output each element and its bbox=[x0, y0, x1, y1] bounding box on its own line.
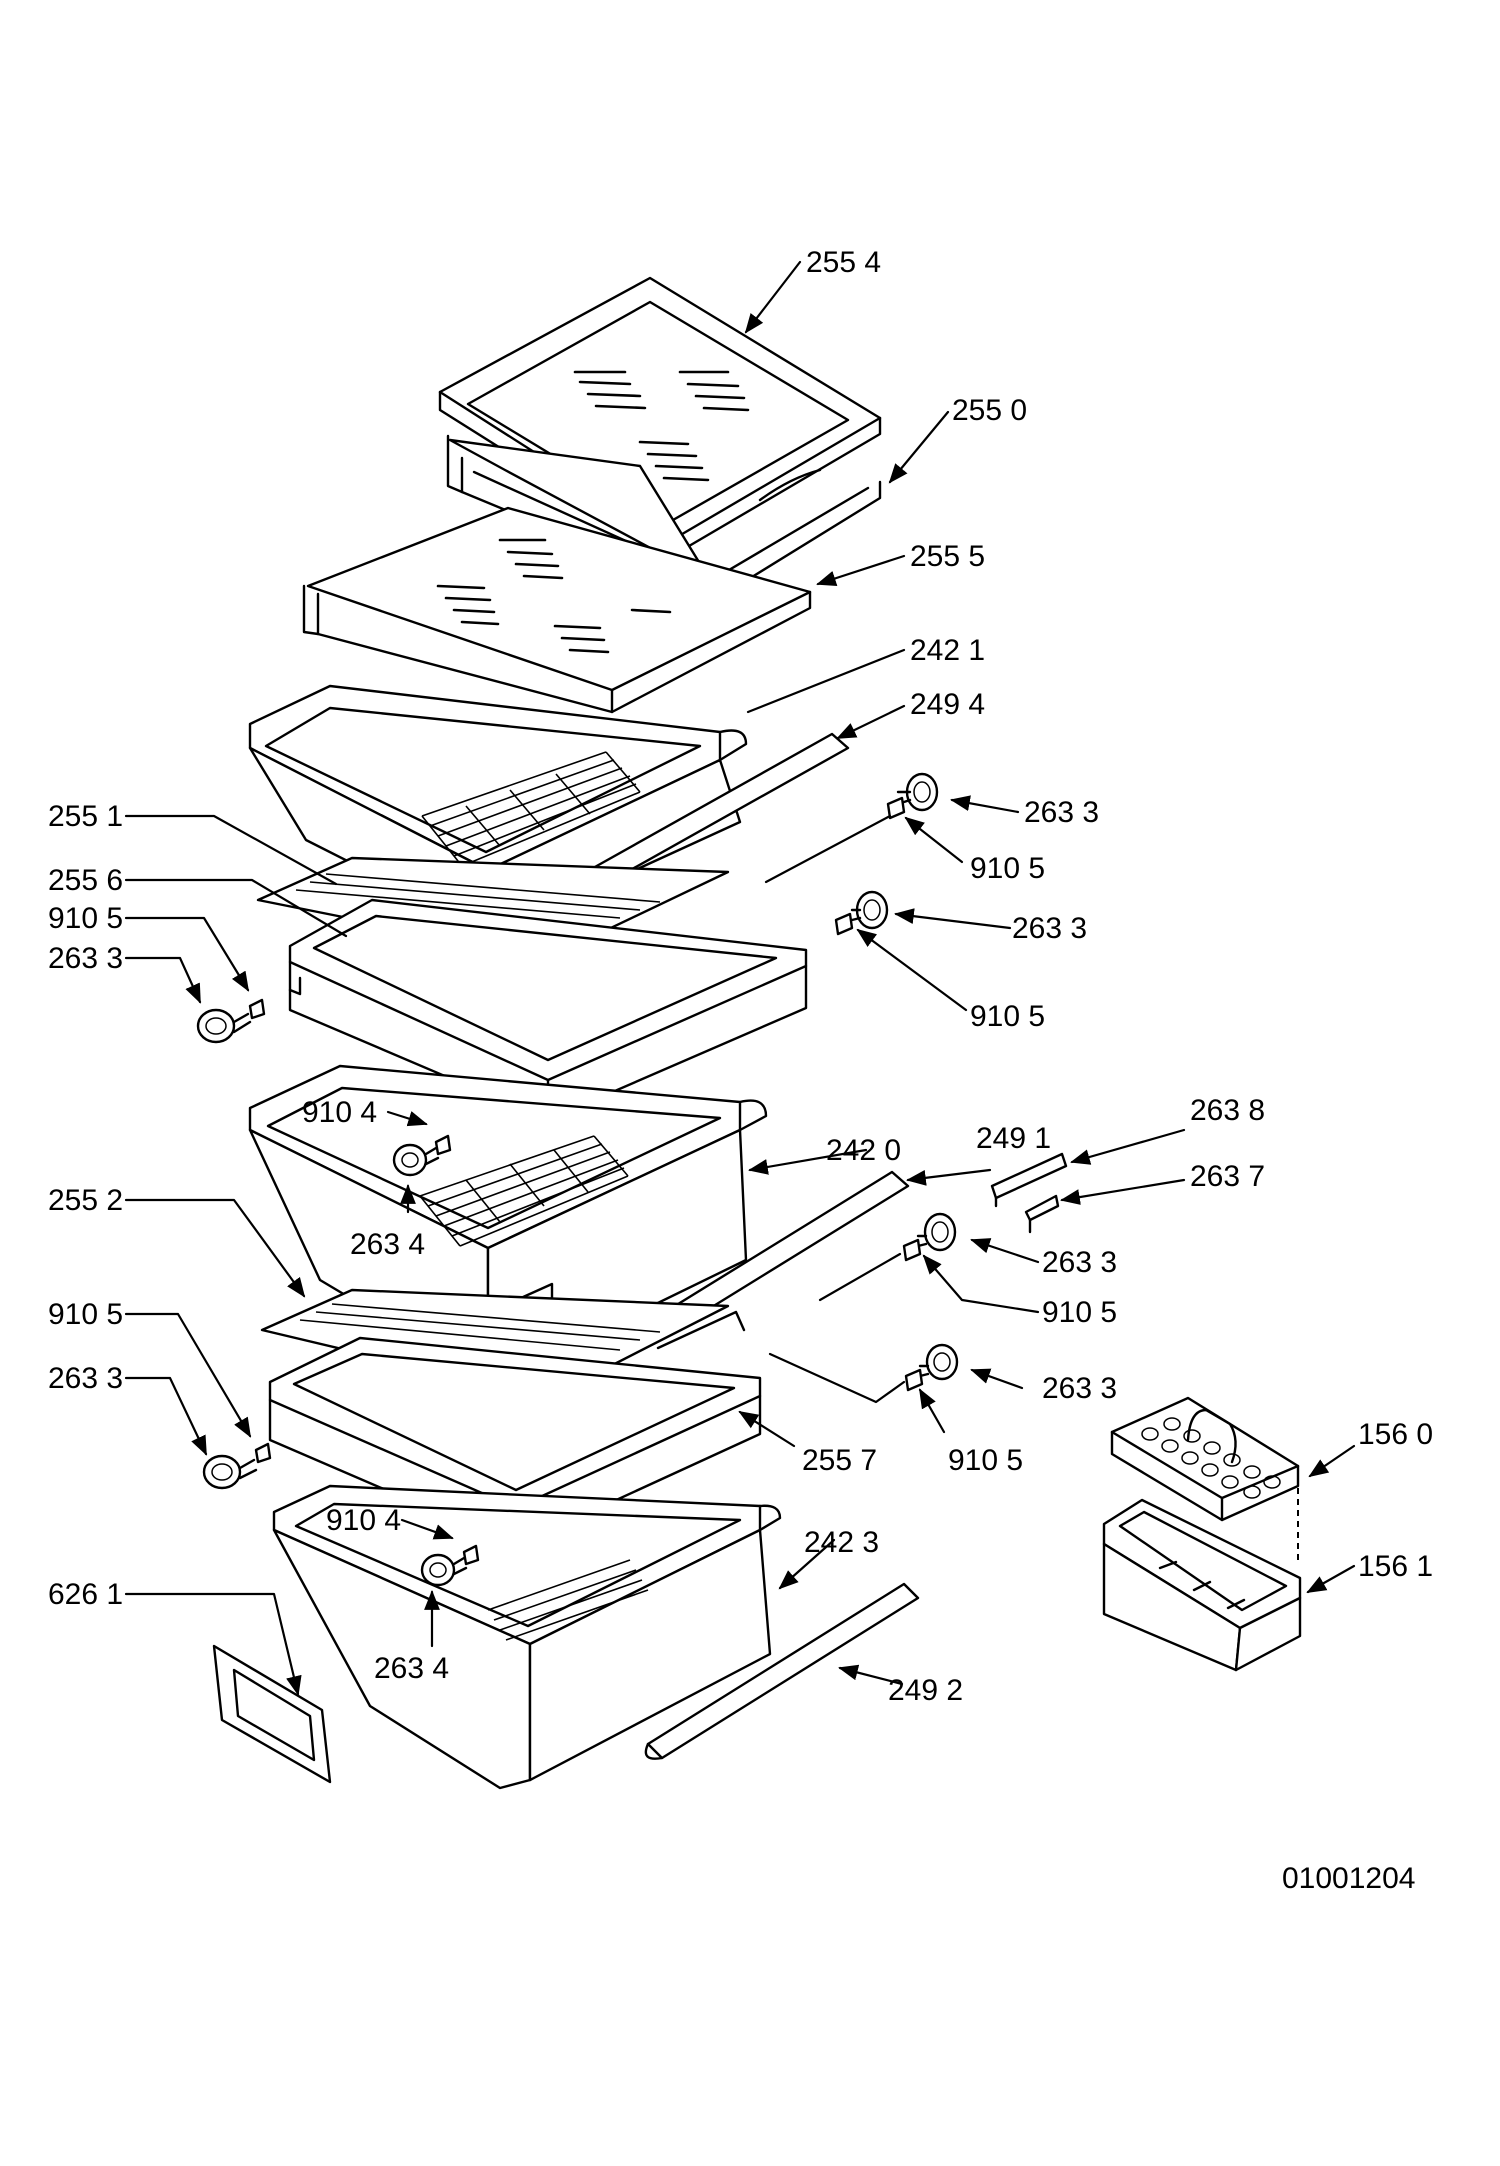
knob-2634-upper bbox=[392, 1143, 440, 1177]
screw-9105-upper-right bbox=[886, 796, 906, 820]
callout-2633-f: 263 3 bbox=[1042, 1372, 1117, 1405]
callout-2552: 255 2 bbox=[48, 1184, 123, 1217]
callout-2421: 242 1 bbox=[910, 634, 985, 667]
shelf-2555 bbox=[302, 506, 812, 714]
knob-2633-mid-right bbox=[850, 890, 889, 930]
callout-labels: 255 4 255 0 255 5 242 1 249 4 255 1 263 … bbox=[48, 246, 1433, 1707]
callout-1561: 156 1 bbox=[1358, 1550, 1433, 1583]
callout-2633-e: 263 3 bbox=[48, 1362, 123, 1395]
knob-2633-right-lower2 bbox=[918, 1343, 959, 1381]
bracket-2637 bbox=[1024, 1194, 1060, 1234]
callout-2634-a: 263 4 bbox=[350, 1228, 425, 1261]
knob-2633-right-lower1 bbox=[916, 1212, 957, 1252]
callout-2423: 242 3 bbox=[804, 1526, 879, 1559]
drawer-2423 bbox=[272, 1484, 782, 1790]
callout-2555: 255 5 bbox=[910, 540, 985, 573]
callout-2557: 255 7 bbox=[802, 1444, 877, 1477]
shelf-2554 bbox=[438, 276, 882, 558]
callout-9105-c: 910 5 bbox=[970, 1000, 1045, 1033]
callout-2633-c: 263 3 bbox=[48, 942, 123, 975]
callout-1560: 156 0 bbox=[1358, 1418, 1433, 1451]
screw-9105-left-lower bbox=[254, 1442, 272, 1464]
callout-2492: 249 2 bbox=[888, 1674, 963, 1707]
callout-9105-e: 910 5 bbox=[1042, 1296, 1117, 1329]
callout-2420: 242 0 bbox=[826, 1134, 901, 1167]
screw-9105-mid-right bbox=[834, 912, 854, 936]
knob-2633-left-lower bbox=[202, 1454, 258, 1490]
callout-6261: 626 1 bbox=[48, 1578, 123, 1611]
callout-2637: 263 7 bbox=[1190, 1160, 1265, 1193]
callout-2494: 249 4 bbox=[910, 688, 985, 721]
callout-2491: 249 1 bbox=[976, 1122, 1051, 1155]
diagram-code: 01001204 bbox=[1282, 1862, 1415, 1895]
callout-2633-d: 263 3 bbox=[1042, 1246, 1117, 1279]
screw-9104-lower bbox=[462, 1544, 480, 1566]
egg-tray-1560 bbox=[1110, 1396, 1300, 1522]
callout-2633-b: 263 3 bbox=[1012, 912, 1087, 945]
screw-9105-right-lower1 bbox=[902, 1238, 922, 1262]
callout-2550: 255 0 bbox=[952, 394, 1027, 427]
callout-2551: 255 1 bbox=[48, 800, 123, 833]
callout-9104-a: 910 4 bbox=[302, 1096, 377, 1129]
callout-2638: 263 8 bbox=[1190, 1094, 1265, 1127]
leader-lines bbox=[124, 260, 1356, 1696]
callout-9105-f: 910 5 bbox=[948, 1444, 1023, 1477]
callout-9104-b: 910 4 bbox=[326, 1504, 401, 1537]
knob-2633-upper-right bbox=[896, 772, 939, 812]
callout-9105-d: 910 5 bbox=[48, 1298, 123, 1331]
callout-2554: 255 4 bbox=[806, 246, 881, 279]
knob-2633-left-upper bbox=[196, 1008, 252, 1044]
callout-9105-a: 910 5 bbox=[970, 852, 1045, 885]
screw-9105-right-lower2 bbox=[904, 1368, 924, 1392]
callout-2633-a: 263 3 bbox=[1024, 796, 1099, 829]
bracket-2638 bbox=[990, 1152, 1068, 1208]
screw-9104-upper bbox=[434, 1134, 452, 1156]
label-holder-6261 bbox=[212, 1644, 332, 1784]
screw-9105-left-upper bbox=[248, 998, 266, 1020]
storage-bin-1561 bbox=[1102, 1498, 1302, 1672]
rod-2492 bbox=[644, 1582, 920, 1760]
callout-2634-b: 263 4 bbox=[374, 1652, 449, 1685]
callout-2556: 255 6 bbox=[48, 864, 123, 897]
knob-2634-lower bbox=[420, 1553, 468, 1587]
callout-9105-b: 910 5 bbox=[48, 902, 123, 935]
